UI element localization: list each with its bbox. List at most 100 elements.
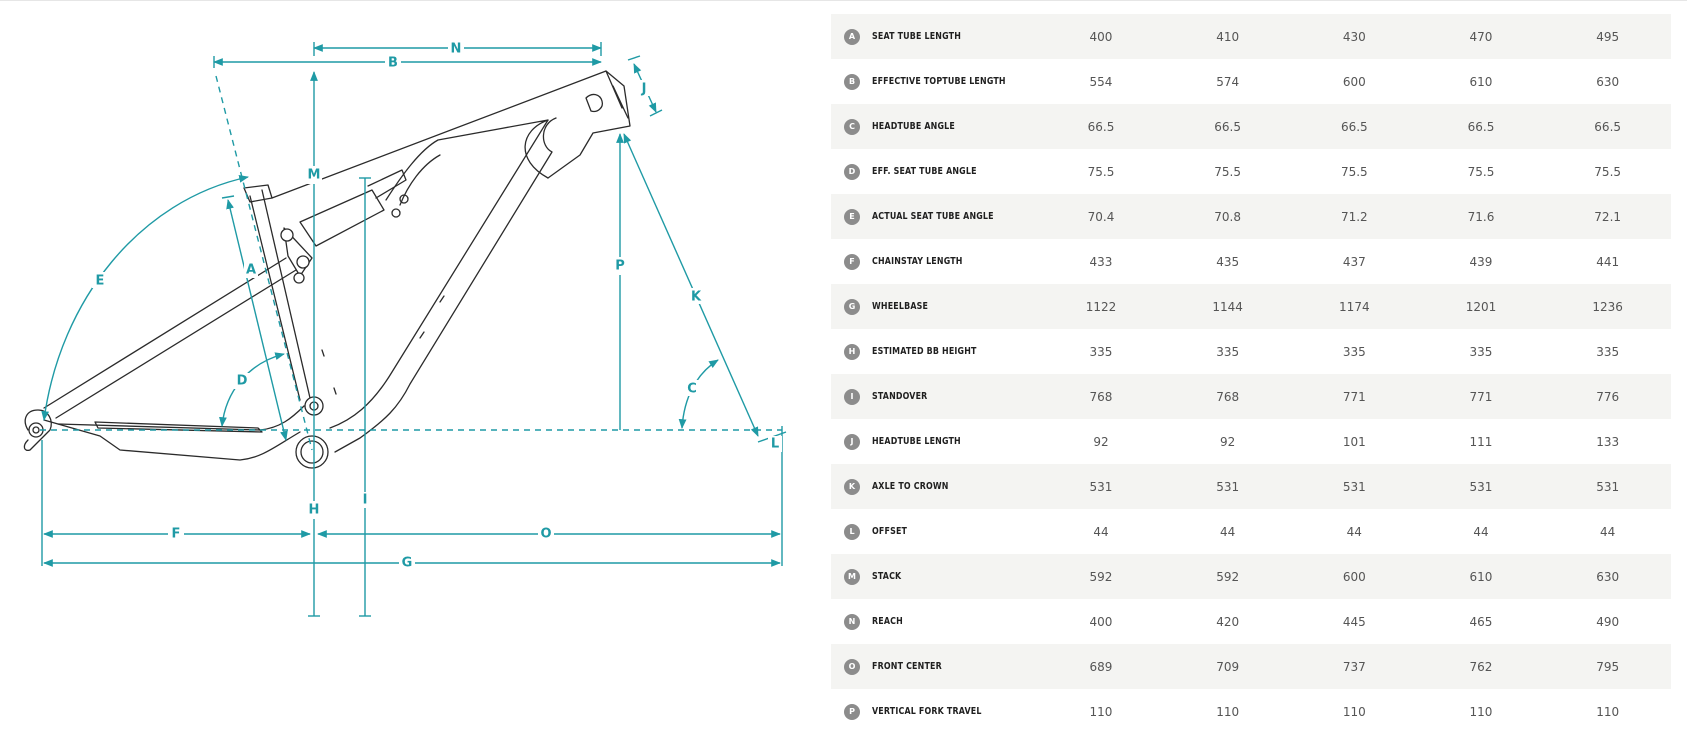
row-label: EFFECTIVE TOPTUBE LENGTH: [872, 76, 1006, 87]
size-value-cell: 768: [1089, 389, 1113, 404]
dimension-label-d: D: [237, 374, 248, 389]
size-value-cell: 420: [1216, 614, 1240, 629]
size-value-cell: 737: [1342, 659, 1366, 674]
size-value-cell: 400: [1089, 29, 1113, 44]
row-letter-badge: L: [844, 523, 860, 540]
size-value-cell: 335: [1089, 344, 1113, 359]
dimension-label-f: F: [172, 527, 181, 542]
size-value-cell: 110: [1089, 704, 1113, 719]
row-letter-badge: M: [844, 568, 860, 585]
size-value-cell: 75.5: [1594, 164, 1622, 179]
size-value-cell: 465: [1469, 614, 1493, 629]
size-value-cell: 92: [1220, 434, 1236, 449]
size-value-cell: 335: [1596, 344, 1620, 359]
dimension-label-g: G: [402, 556, 413, 571]
row-label: WHEELBASE: [872, 301, 929, 312]
size-value-cell: 133: [1596, 434, 1620, 449]
row-letter-badge: O: [844, 658, 860, 675]
size-value-cell: 771: [1342, 389, 1366, 404]
row-label: SEAT TUBE LENGTH: [872, 31, 962, 42]
dimension-label-b: B: [388, 56, 398, 71]
size-value-cell: 92: [1093, 434, 1109, 449]
size-value-cell: 441: [1596, 254, 1620, 269]
dimension-label-c: C: [687, 382, 697, 397]
row-label: STANDOVER: [872, 391, 928, 402]
size-value-cell: 600: [1342, 569, 1366, 584]
row-label: HEADTUBE LENGTH: [872, 436, 961, 447]
size-value-cell: 335: [1216, 344, 1240, 359]
size-value-cell: 66.5: [1214, 119, 1241, 134]
row-letter-badge: C: [844, 118, 860, 135]
dimension-label-l: L: [771, 437, 779, 452]
size-value-cell: 433: [1089, 254, 1113, 269]
row-label: VERTICAL FORK TRAVEL: [872, 706, 982, 717]
row-label: FRONT CENTER: [872, 661, 942, 672]
size-value-cell: 531: [1469, 479, 1493, 494]
size-value-cell: 44: [1093, 524, 1109, 539]
size-value-cell: 776: [1596, 389, 1620, 404]
size-value-cell: 490: [1596, 614, 1620, 629]
size-value-cell: 531: [1342, 479, 1366, 494]
row-letter-badge: A: [844, 28, 860, 45]
dimension-lines: [40, 42, 787, 617]
size-value-cell: 771: [1469, 389, 1493, 404]
row-label: CHAINSTAY LENGTH: [872, 256, 963, 267]
size-value-cell: 439: [1469, 254, 1493, 269]
size-value-cell: 110: [1469, 704, 1493, 719]
size-value-cell: 66.5: [1467, 119, 1495, 134]
size-value-cell: 592: [1089, 569, 1113, 584]
size-value-cell: 335: [1469, 344, 1493, 359]
size-value-cell: 110: [1216, 704, 1240, 719]
size-value-cell: 630: [1596, 74, 1620, 89]
dimension-label-n: N: [451, 42, 462, 57]
row-letter-badge: G: [844, 298, 860, 315]
size-value-cell: 445: [1342, 614, 1366, 629]
size-value-cell: 1201: [1465, 299, 1497, 314]
dimension-label-a: A: [246, 263, 256, 278]
size-value-cell: 1174: [1339, 299, 1370, 314]
size-value-cell: 75.5: [1214, 164, 1241, 179]
row-letter-badge: D: [844, 163, 860, 180]
dimension-labels: N B J M A E D P K C L H I F: [92, 40, 782, 571]
size-value-cell: 44: [1473, 524, 1489, 539]
size-value-cell: 66.5: [1340, 119, 1368, 134]
row-label: ACTUAL SEAT TUBE ANGLE: [872, 211, 994, 222]
dimension-label-j: J: [641, 82, 647, 97]
size-value-cell: 71.2: [1340, 209, 1368, 224]
size-value-cell: 1122: [1085, 299, 1117, 314]
size-value-cell: 400: [1089, 614, 1113, 629]
size-value-cell: 1236: [1592, 299, 1623, 314]
row-letter-badge: N: [844, 613, 860, 630]
size-value-cell: 75.5: [1087, 164, 1115, 179]
size-value-cell: 531: [1089, 479, 1113, 494]
size-value-cell: 70.4: [1087, 209, 1115, 224]
frame-geometry-diagram: N B J M A E D P K C L H I F: [0, 0, 830, 744]
size-value-cell: 762: [1469, 659, 1493, 674]
row-label: AXLE TO CROWN: [872, 481, 949, 492]
size-value-cell: 600: [1342, 74, 1366, 89]
dimension-label-h: H: [309, 503, 320, 518]
size-value-cell: 430: [1342, 29, 1366, 44]
size-value-cell: 44: [1600, 524, 1616, 539]
size-value-cell: 689: [1089, 659, 1113, 674]
size-value-cell: 75.5: [1467, 164, 1495, 179]
row-letter-badge: P: [844, 703, 860, 720]
size-value-cell: 44: [1346, 524, 1362, 539]
size-value-cell: 75.5: [1340, 164, 1368, 179]
size-value-cell: 71.6: [1467, 209, 1495, 224]
row-letter-badge: E: [844, 208, 860, 225]
row-letter-badge: F: [844, 253, 860, 270]
dimension-label-k: K: [691, 290, 702, 305]
size-value-cell: 768: [1216, 389, 1240, 404]
